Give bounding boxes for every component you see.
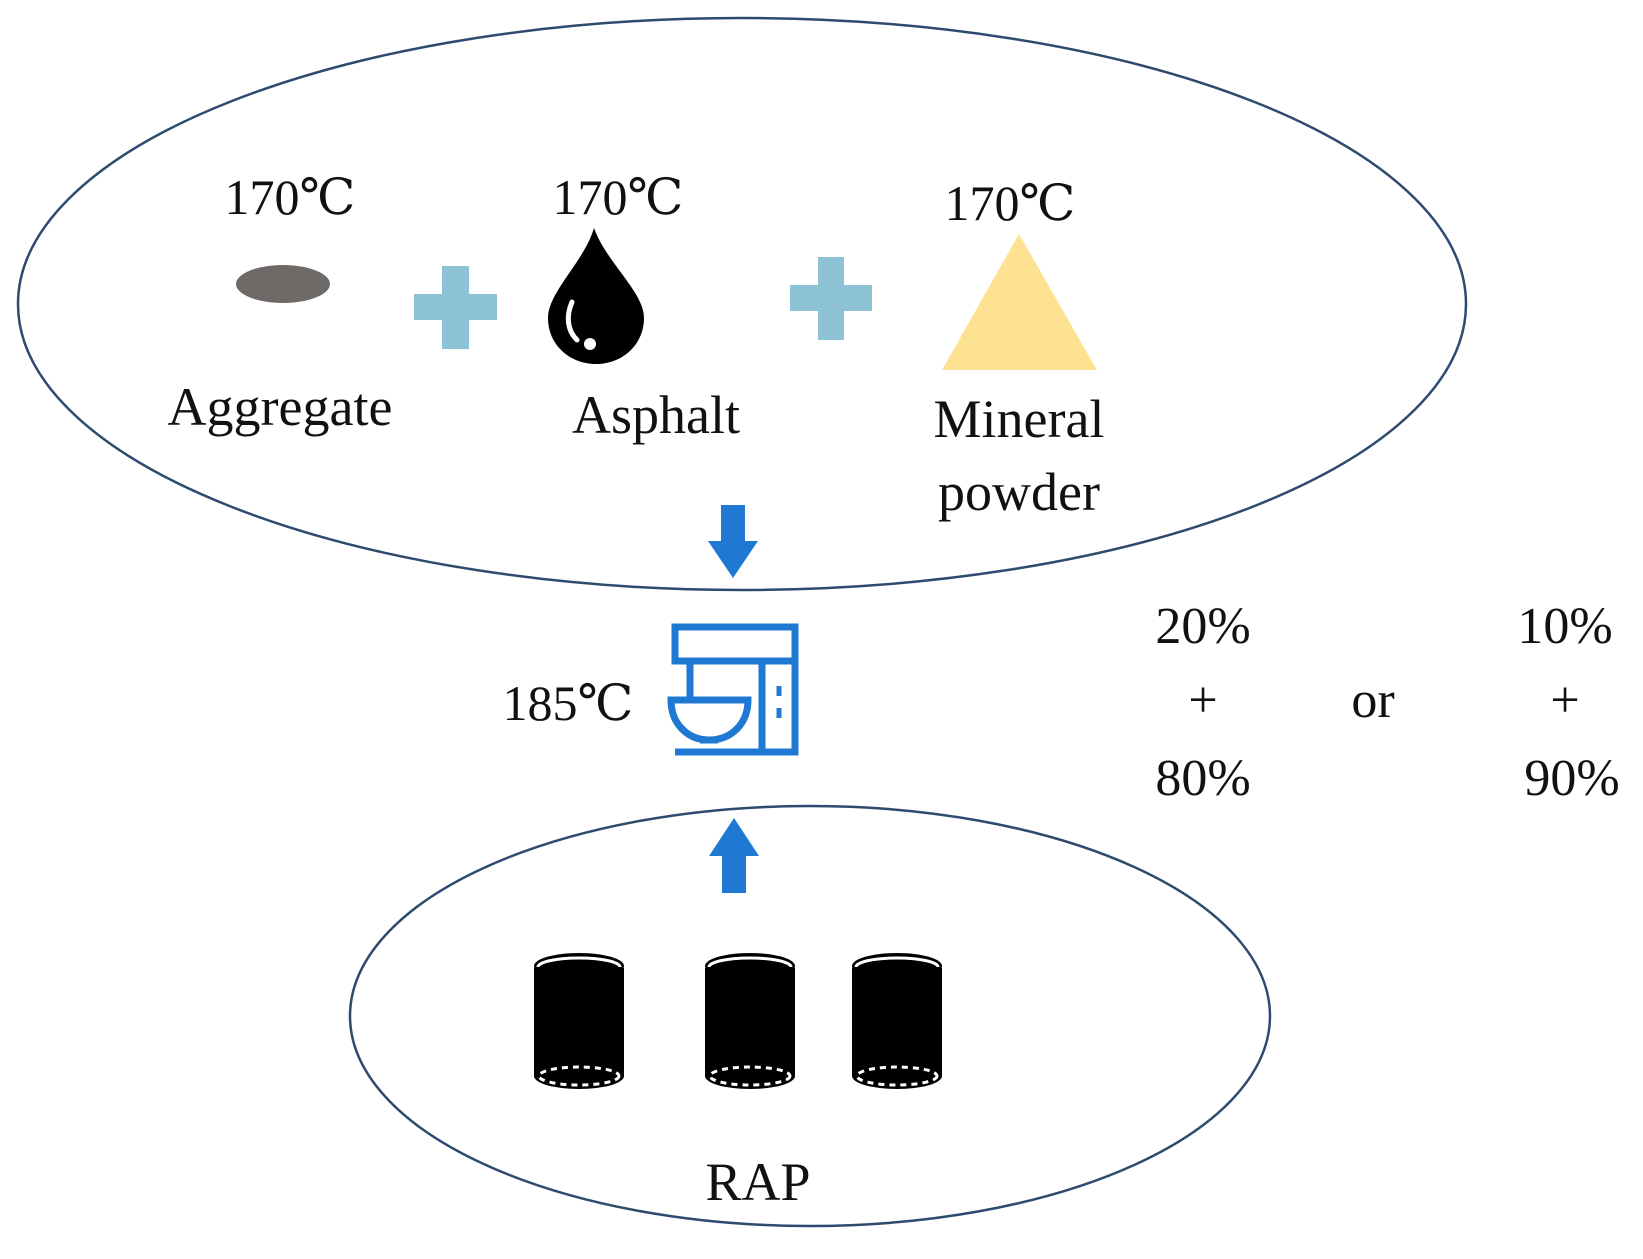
asphalt-label: Asphalt <box>572 385 740 445</box>
plus-icon <box>414 266 497 349</box>
plus-icon <box>790 257 872 340</box>
aggregate-label: Aggregate <box>168 377 393 437</box>
asphalt-temperature: 170℃ <box>553 169 684 225</box>
ratio-b-top: 10% <box>1517 598 1612 655</box>
rap-label: RAP <box>705 1152 810 1212</box>
mineral-powder-triangle-icon <box>942 234 1097 370</box>
mineral-powder-label-line2: powder <box>938 462 1100 522</box>
ratio-a-top: 20% <box>1155 598 1250 655</box>
ratio-separator: or <box>1351 672 1394 729</box>
mineral-powder-temperature: 170℃ <box>945 175 1076 231</box>
ratio-a-plus: + <box>1188 672 1217 729</box>
ratio-b-plus: + <box>1550 672 1579 729</box>
rap-ellipse <box>348 804 1272 1228</box>
ratio-b-bottom: 90% <box>1524 750 1619 807</box>
rap-cylinder-icon <box>534 953 624 1089</box>
mineral-powder-label-line1: Mineral <box>934 389 1105 449</box>
aggregate-icon <box>236 265 330 303</box>
up-arrow-icon <box>709 818 759 893</box>
down-arrow-icon <box>708 505 758 578</box>
ratio-a-bottom: 80% <box>1155 750 1250 807</box>
asphalt-drop-icon <box>548 228 644 364</box>
aggregate-temperature: 170℃ <box>225 169 356 225</box>
rap-cylinder-icon <box>705 953 795 1089</box>
mixer-temperature: 185℃ <box>503 675 634 731</box>
virgin-materials-ellipse <box>16 16 1468 592</box>
mixer-icon <box>667 623 799 756</box>
rap-cylinder-icon <box>852 953 942 1089</box>
